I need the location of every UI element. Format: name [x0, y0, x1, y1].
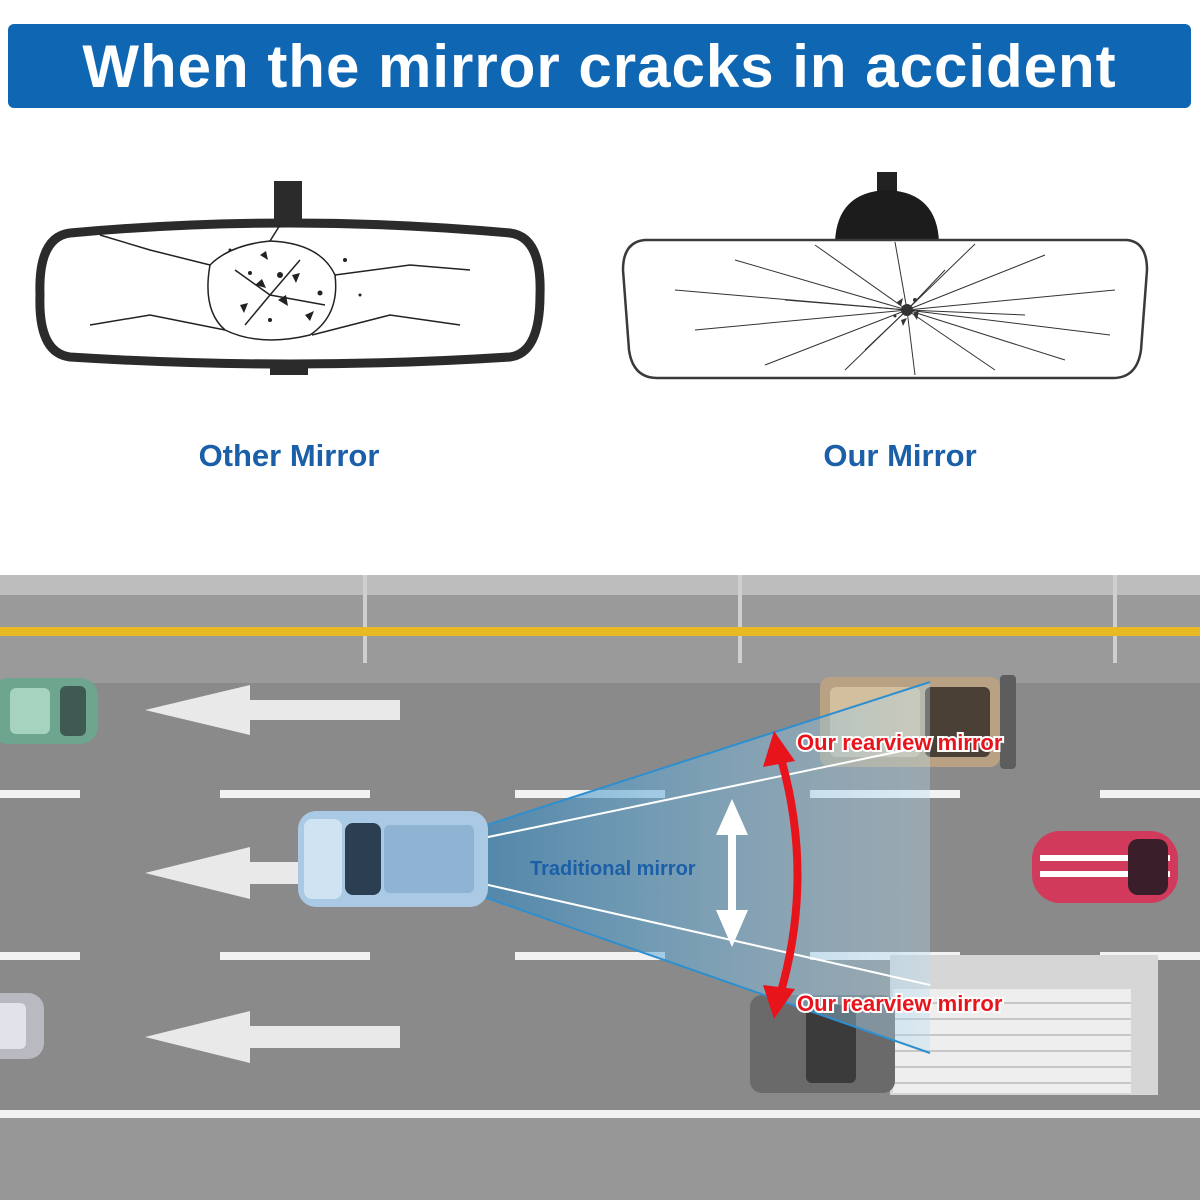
car-icon	[298, 811, 488, 907]
road-illustration: Traditional mirror Our rearview mirror O…	[0, 575, 1200, 1200]
shatter-mirror-icon	[674, 241, 1116, 376]
our-rearview-label-bottom: Our rearview mirror	[797, 991, 1003, 1016]
cracked-mirror-icon	[89, 224, 471, 341]
our-range-arrowhead-top	[763, 731, 795, 767]
traditional-range-arrow	[716, 799, 748, 947]
traditional-mirror-label: Traditional mirror	[530, 858, 696, 880]
our-range-arrowhead-bottom	[763, 985, 795, 1019]
shatter-center	[893, 298, 919, 326]
header-banner: When the mirror cracks in accident	[8, 24, 1191, 108]
our-mirror-image	[621, 172, 1149, 380]
car-icon	[0, 678, 98, 744]
road-upper-band	[0, 595, 1200, 683]
our-mirror-label: Our Mirror	[823, 438, 977, 473]
our-rearview-label-top: Our rearview mirror	[797, 730, 1003, 755]
road-shoulder	[0, 1118, 1200, 1200]
road-top-strip	[0, 575, 1200, 595]
suction-stem	[877, 172, 897, 196]
our-range-arrow	[776, 753, 802, 997]
mirror-frame	[621, 238, 1149, 380]
road-edge-line	[0, 1110, 1200, 1118]
banner-title: When the mirror cracks in accident	[82, 32, 1117, 100]
guard-posts	[363, 575, 1117, 663]
crack-debris	[228, 248, 362, 322]
road-scene: Traditional mirror Our rearview mirror O…	[0, 575, 1200, 1200]
yellow-center-line	[0, 627, 1200, 636]
other-mirror-image	[35, 181, 545, 375]
other-mirror-label: Other Mirror	[198, 438, 380, 473]
mirror-frame	[35, 218, 545, 369]
suction-cup	[835, 190, 939, 242]
car-icon	[0, 993, 44, 1059]
arrow-left-icon	[145, 685, 400, 1063]
car-icon	[1032, 831, 1178, 903]
